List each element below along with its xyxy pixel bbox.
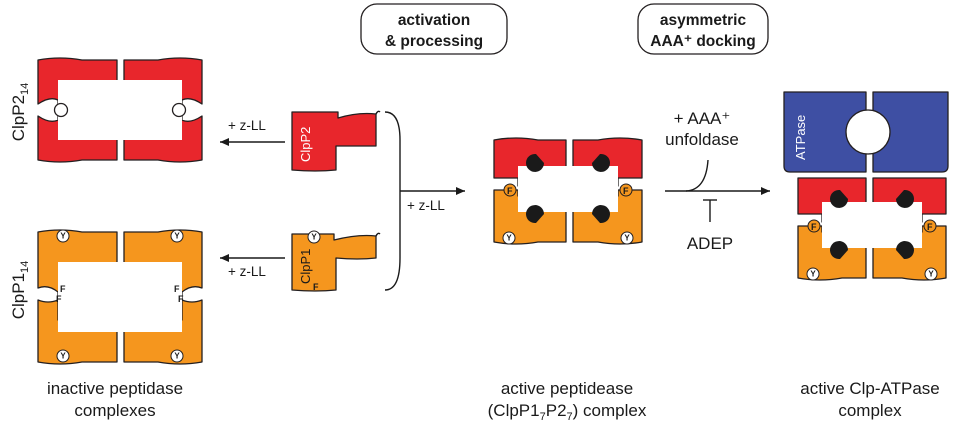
clpp2-14-label: ClpP214 — [9, 83, 31, 142]
svg-text:Y: Y — [60, 232, 66, 241]
docking-label-line1: asymmetric — [660, 12, 747, 29]
active-site-icon — [526, 153, 544, 172]
activation-label-line2: & processing — [385, 33, 483, 50]
y-residue-icon — [56, 229, 70, 243]
clpp2-right-pore — [171, 102, 187, 118]
f-residue-label: F — [178, 294, 184, 304]
svg-text:Y: Y — [624, 234, 630, 243]
activation-label-line1: activation — [398, 12, 470, 29]
clpp2-14-complex — [37, 57, 203, 163]
y-residue-icon — [924, 267, 938, 281]
clpp1-monomer-label: ClpP1 — [298, 249, 313, 284]
middle-caption-line1: active peptidease — [501, 379, 633, 398]
y-residue-icon — [170, 349, 184, 363]
active-site-icon — [592, 153, 610, 172]
clp-atpase-complex: ATPase F F Y Y — [783, 91, 949, 281]
svg-text:Y: Y — [60, 352, 66, 361]
aaa-label-line2: unfoldase — [665, 130, 739, 149]
zll-label: + z-LL — [407, 198, 445, 213]
svg-text:Y: Y — [506, 234, 512, 243]
clpp2-cavity — [58, 80, 182, 140]
y-residue-icon — [502, 231, 516, 245]
f-residue-label: F — [623, 186, 629, 196]
clpp1-monomer: Y ClpP1 F — [291, 230, 381, 292]
atpase-right-subunit — [872, 91, 949, 173]
zll-label: + z-LL — [228, 264, 266, 279]
f-residue-label: F — [811, 222, 817, 232]
left-caption-line1: inactive peptidase — [47, 379, 183, 398]
y-residue-icon — [170, 229, 184, 243]
active-site-icon — [526, 205, 544, 224]
active-site-icon — [592, 205, 610, 224]
right-caption-line2: complex — [838, 401, 902, 420]
left-caption-line2: complexes — [74, 401, 155, 420]
clpp2-monomer: ClpP2 — [291, 110, 381, 172]
f-residue-label: F — [56, 294, 62, 304]
atpase-pore — [845, 109, 891, 155]
svg-text:Y: Y — [311, 233, 317, 242]
adep-label: ADEP — [687, 234, 733, 253]
y-residue-icon — [56, 349, 70, 363]
docking-step-box: asymmetric AAA⁺ docking — [637, 3, 769, 55]
active-site-icon — [896, 189, 914, 208]
y-residue-icon — [620, 231, 634, 245]
atpase-label: ATPase — [793, 115, 808, 160]
clpp2-left-pore — [53, 102, 69, 118]
y-residue-icon — [307, 230, 321, 244]
atpase-left-subunit — [783, 91, 867, 173]
right-caption-line1: active Clp-ATPase — [800, 379, 940, 398]
clpp1-14-complex: Y Y Y Y F F F F — [37, 229, 203, 365]
active-site-icon — [830, 189, 848, 208]
f-residue-label: F — [60, 284, 66, 294]
y-residue-icon — [806, 267, 820, 281]
middle-caption-line2: (ClpP17P27) complex — [488, 401, 647, 423]
svg-text:Y: Y — [810, 270, 816, 279]
clpp2-monomer-label: ClpP2 — [298, 127, 313, 162]
active-site-icon — [896, 241, 914, 260]
activation-step-box: activation & processing — [360, 3, 508, 55]
f-residue-label: F — [507, 186, 513, 196]
aaa-label-line1: + AAA⁺ — [674, 109, 731, 128]
svg-text:Y: Y — [174, 352, 180, 361]
f-residue-label: F — [313, 282, 319, 292]
f-residue-label: F — [174, 284, 180, 294]
svg-text:Y: Y — [928, 270, 934, 279]
mixing-bracket — [384, 111, 401, 291]
active-site-icon — [830, 241, 848, 260]
clpp1-cavity — [58, 262, 182, 332]
docking-label-line2: AAA⁺ docking — [650, 33, 756, 50]
f-residue-label: F — [927, 222, 933, 232]
zll-label: + z-LL — [228, 118, 266, 133]
clpp1-p2-complex: F F Y Y — [493, 137, 643, 245]
unfoldase-input-curve — [685, 159, 709, 192]
clpp1-14-label: ClpP114 — [9, 261, 31, 320]
svg-text:Y: Y — [174, 232, 180, 241]
